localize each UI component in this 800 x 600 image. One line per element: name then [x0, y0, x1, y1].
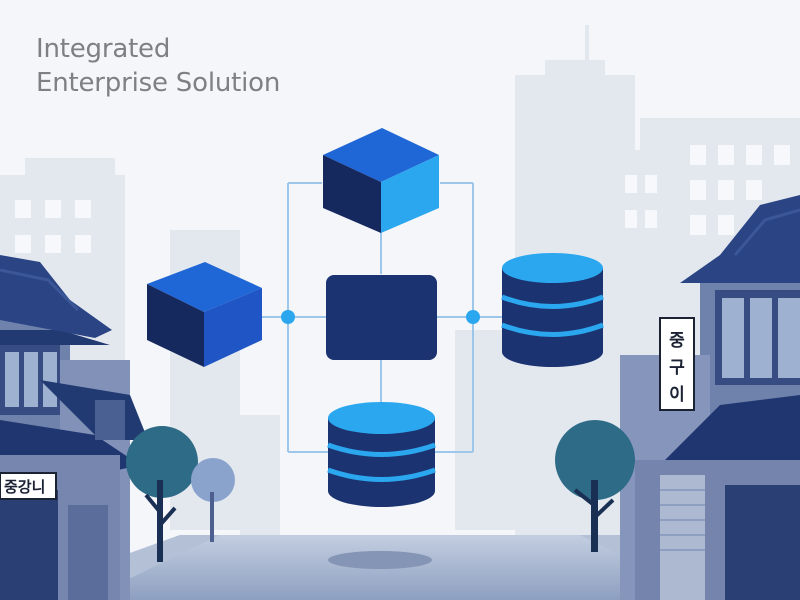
left-sign-text: 중강니: [4, 478, 45, 496]
headline: Integrated Enterprise Solution: [36, 32, 280, 100]
connector-node-right: [466, 310, 480, 324]
skyline-windows: [15, 145, 790, 253]
right-sign-char-3: 이: [669, 385, 685, 405]
left-hanok-building: [0, 255, 148, 600]
connector-node-left: [281, 310, 295, 324]
headline-line-2: Enterprise Solution: [36, 68, 281, 98]
floor-shadow: [328, 551, 432, 569]
left-store-sign: 중강니: [0, 472, 57, 500]
right-store-sign: 중 구 이: [659, 317, 695, 411]
right-sign-char-2: 구: [669, 358, 685, 378]
left-tree: [126, 426, 198, 562]
right-sign-char-1: 중: [669, 331, 685, 351]
database-icon: [501, 253, 604, 367]
right-tree: [555, 420, 635, 552]
left-small-tree: [191, 458, 235, 542]
database-icon: [327, 402, 436, 507]
cube-icon: [323, 128, 439, 233]
cube-icon: [147, 262, 262, 367]
server-box-icon: [326, 275, 437, 360]
headline-line-1: Integrated: [36, 34, 171, 64]
